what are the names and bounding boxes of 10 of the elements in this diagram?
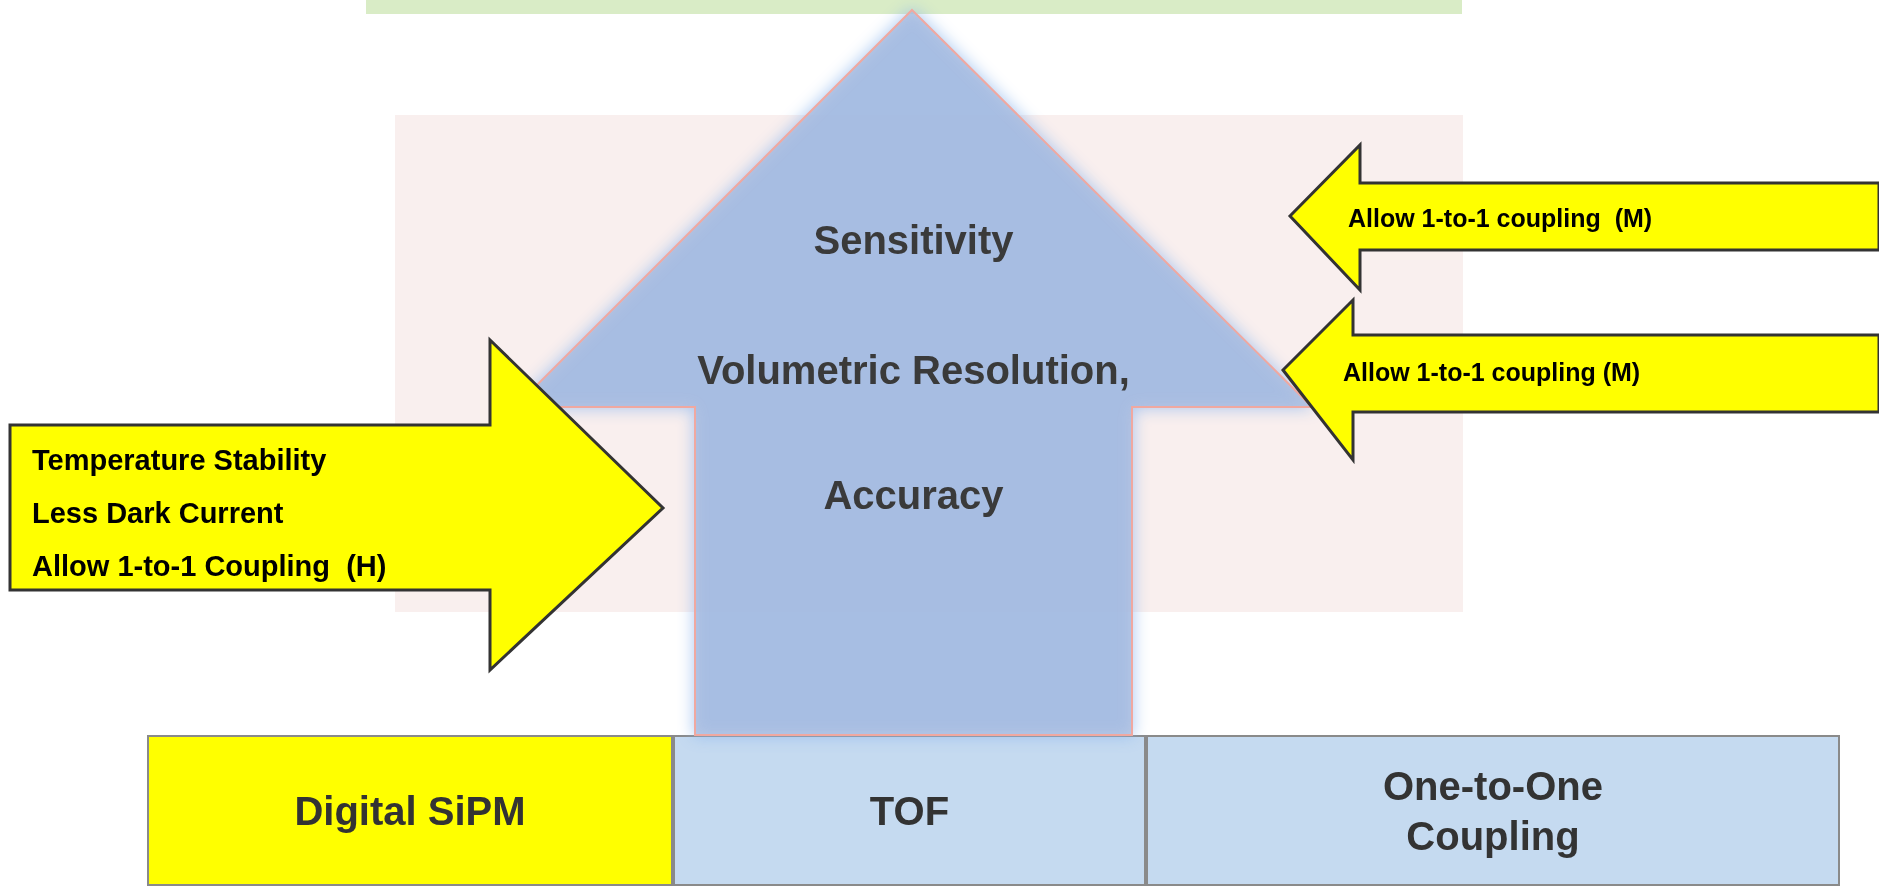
arrow-text: Less Dark Current (32, 496, 284, 531)
arrow-text: Temperature Stability (32, 443, 327, 478)
heading-text: Accuracy (823, 472, 1004, 519)
box-label: Digital SiPM (294, 787, 526, 835)
top-band (366, 0, 1462, 14)
box-label: One-to-One Coupling (1382, 762, 1604, 860)
box-label: TOF (869, 787, 950, 835)
arrow-text: Allow 1-to-1 Coupling (H) (32, 549, 387, 584)
heading-text: Sensitivity (813, 217, 1014, 264)
heading-text: Volumetric Resolution, (697, 347, 1130, 394)
